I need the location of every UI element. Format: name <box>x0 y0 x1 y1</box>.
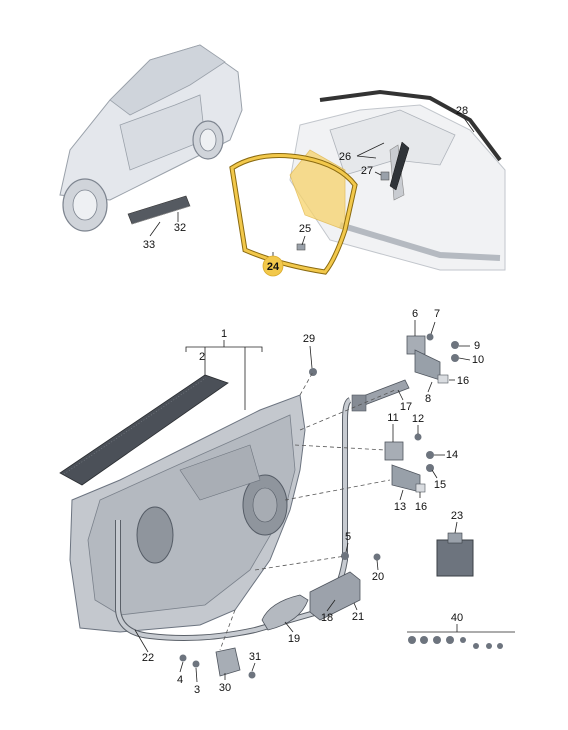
callout-25: 25 <box>299 223 311 235</box>
trim-26 <box>389 141 410 191</box>
callout-32: 32 <box>174 222 186 234</box>
callout-27: 27 <box>361 165 373 177</box>
callout-labels: 1 2 3 4 5 6 7 8 9 10 11 12 13 14 15 16 1… <box>142 105 484 696</box>
callout-31: 31 <box>249 651 261 663</box>
callout-29: 29 <box>303 333 315 345</box>
callout-23: 23 <box>451 510 463 522</box>
callout-5: 5 <box>345 531 351 543</box>
door-check-17 <box>351 379 410 412</box>
door-panel-assembly <box>69 394 306 633</box>
callout-22: 22 <box>142 652 154 664</box>
callout-24: 24 <box>267 261 280 273</box>
callout-11: 11 <box>387 412 398 424</box>
callout-15: 15 <box>434 479 446 491</box>
callout-2: 2 <box>199 351 205 363</box>
hinge-lower-11-13 <box>384 441 426 493</box>
bracket-30 <box>215 647 241 677</box>
callout-14: 14 <box>446 449 458 461</box>
callout-7: 7 <box>434 308 440 320</box>
callout-30: 30 <box>219 682 231 694</box>
callout-19: 19 <box>288 633 300 645</box>
bottom-leader-lines <box>134 320 471 683</box>
callout-1: 1 <box>221 328 227 340</box>
assembly-lines <box>219 371 396 651</box>
callout-40: 40 <box>451 612 463 624</box>
callout-13: 13 <box>394 501 406 513</box>
box-23 <box>436 532 474 577</box>
door-seal-22 <box>115 397 352 641</box>
callout-26: 26 <box>339 151 351 163</box>
fastener-set-40 <box>407 631 515 649</box>
callout-6: 6 <box>412 308 418 320</box>
clip-27 <box>380 171 390 181</box>
highlight-marker <box>262 255 284 277</box>
callout-17: 17 <box>400 401 412 413</box>
callout-12: 12 <box>412 413 424 425</box>
callout-20: 20 <box>372 571 384 583</box>
callout-21: 21 <box>352 611 364 623</box>
callout-4: 4 <box>177 674 183 686</box>
lock-striker-18 <box>309 571 361 621</box>
callout-1-bracket <box>185 340 263 410</box>
callout-3: 3 <box>194 684 200 696</box>
callout-9: 9 <box>474 340 480 352</box>
window-strip-2 <box>59 374 229 486</box>
callout-33: 33 <box>143 239 155 251</box>
callout-28: 28 <box>456 105 468 117</box>
clip-25 <box>296 243 306 251</box>
hinge-upper-6-8 <box>406 335 449 384</box>
callout-16-lower: 16 <box>415 501 427 513</box>
car-illustration <box>59 44 243 232</box>
handle-19 <box>261 594 309 631</box>
callout-16-upper: 16 <box>457 375 469 387</box>
callout-10: 10 <box>472 354 484 366</box>
callout-8: 8 <box>425 393 431 405</box>
callout-18: 18 <box>321 612 333 624</box>
door-seal-24 <box>229 153 358 275</box>
